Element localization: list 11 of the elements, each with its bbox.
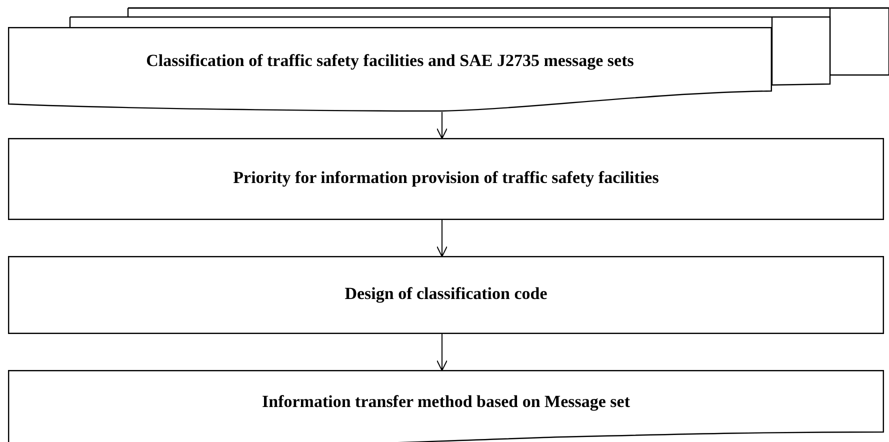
process-box <box>8 138 884 220</box>
arrow <box>436 220 448 257</box>
arrow <box>436 112 448 139</box>
process-box <box>8 256 884 334</box>
node-text: Information transfer method based on Message set <box>262 392 630 413</box>
multi-document-box <box>8 27 772 112</box>
node-text: Classification of traffic safety facilities and SAE J2735 message sets <box>146 51 634 72</box>
node-text: Priority for information provision of traffic safety facilities <box>233 168 659 189</box>
node-text: Design of classification code <box>344 284 548 305</box>
arrow <box>436 334 448 371</box>
document-box <box>8 370 884 442</box>
